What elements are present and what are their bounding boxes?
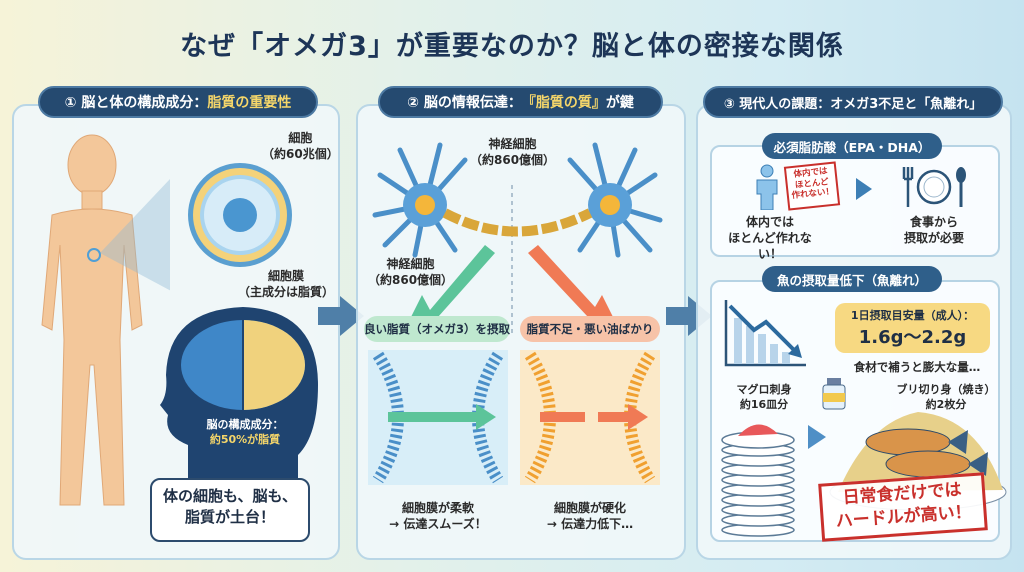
brain-value: 約50%が脂質 (209, 432, 281, 446)
declining-chart-icon (724, 300, 806, 367)
box1-title: 必須脂肪酸（EPA・DHA） (762, 133, 942, 159)
rigid-membrane-icon (520, 350, 660, 485)
panel1-header: ① 脳と体の構成成分：脂質の重要性 (38, 86, 318, 118)
flexible-membrane-icon (368, 350, 508, 485)
panel1-header-highlight: 脂質の重要性 (207, 95, 292, 111)
panel2-header-suffix: が鍵 (605, 95, 634, 111)
tuna-plates-icon (721, 424, 795, 537)
neurons-illustration (372, 142, 663, 335)
supplement-bottle-icon (822, 378, 846, 410)
intake-bubble: 1日摂取目安量（成人）： 1.6g〜2.2g (835, 303, 990, 353)
essential-fatty-acid-box (710, 145, 1000, 257)
intake-label: 1日摂取目安量（成人）： (850, 309, 975, 322)
tuna-line1: マグロ刺身 (736, 383, 792, 396)
membrane-note: （主成分は脂質） (238, 285, 335, 300)
good-result-line2: → 伝達スムーズ！ (389, 517, 487, 532)
neuron-count-left: （約860億個） (368, 273, 454, 288)
bubble-line2: 脂質が土台！ (184, 508, 275, 526)
person-icon (756, 164, 778, 210)
cell-icon (188, 163, 292, 267)
neuron-label-left: 神経細胞 (386, 257, 435, 271)
human-body-illustration (41, 134, 170, 506)
food-line1: 食事から (909, 215, 958, 229)
bad-fat-tag: 脂質不足・悪い油ばかり (520, 316, 660, 342)
arrow-right-icon (808, 425, 826, 449)
panel1-header-prefix: ① 脳と体の構成成分： (64, 95, 208, 111)
panel2-header-highlight: 『脂質の質』 (521, 95, 606, 111)
warning-stamp: 日常食だけではハードルが高い！ (818, 472, 988, 542)
speech-bubble: 体の細胞も、脳も、脂質が土台！ (150, 478, 310, 542)
neuron-count-top: （約860億個） (470, 153, 556, 168)
note: 食材で補うと膨大な量… (853, 360, 981, 374)
cannot-produce-stamp: 体内では ほとんど 作れない！ (783, 161, 841, 211)
bad-result-line2: → 伝達力低下… (546, 517, 634, 532)
cell-label: 細胞 (288, 131, 313, 145)
head-brain-illustration (160, 307, 318, 485)
intake-value: 1.6g〜2.2g (858, 327, 967, 348)
tuna-line2: 約16皿分 (739, 397, 789, 411)
panel2-header: ② 脳の情報伝達：『脂質の質』が鍵 (378, 86, 663, 118)
bubble-line1: 体の細胞も、脳も、 (162, 487, 298, 505)
yellowtail-line2: 約2枚分 (925, 397, 967, 411)
neuron-label-top: 神経細胞 (488, 137, 537, 151)
arrow-right-icon (856, 178, 872, 200)
zoom-cone (100, 179, 170, 291)
panel2-header-prefix: ② 脳の情報伝達： (407, 95, 522, 111)
panel3-header: ③ 現代人の課題：オメガ3不足と「魚離れ」 (703, 86, 1003, 118)
body-line1: 体内では (745, 215, 794, 229)
good-result-line1: 細胞膜が柔軟 (401, 501, 474, 515)
yellowtail-line1: ブリ切り身（焼き） (896, 383, 996, 396)
box2-title: 魚の摂取量低下（魚離れ） (762, 266, 942, 292)
plate-cutlery-icon (902, 167, 966, 207)
good-fat-tag: 良い脂質（オメガ3）を摂取 (364, 316, 510, 342)
page-title: なぜ「オメガ3」が重要なのか？脳と体の密接な関係 (180, 31, 844, 62)
brain-label: 脳の構成成分： (206, 418, 284, 431)
body-line2: ほとんど作れない！ (728, 231, 812, 262)
bad-result-line1: 細胞膜が硬化 (553, 501, 626, 515)
food-line2: 摂取が必要 (903, 231, 964, 246)
cell-count: （約60兆個） (262, 147, 339, 162)
membrane-label: 細胞膜 (268, 269, 305, 283)
